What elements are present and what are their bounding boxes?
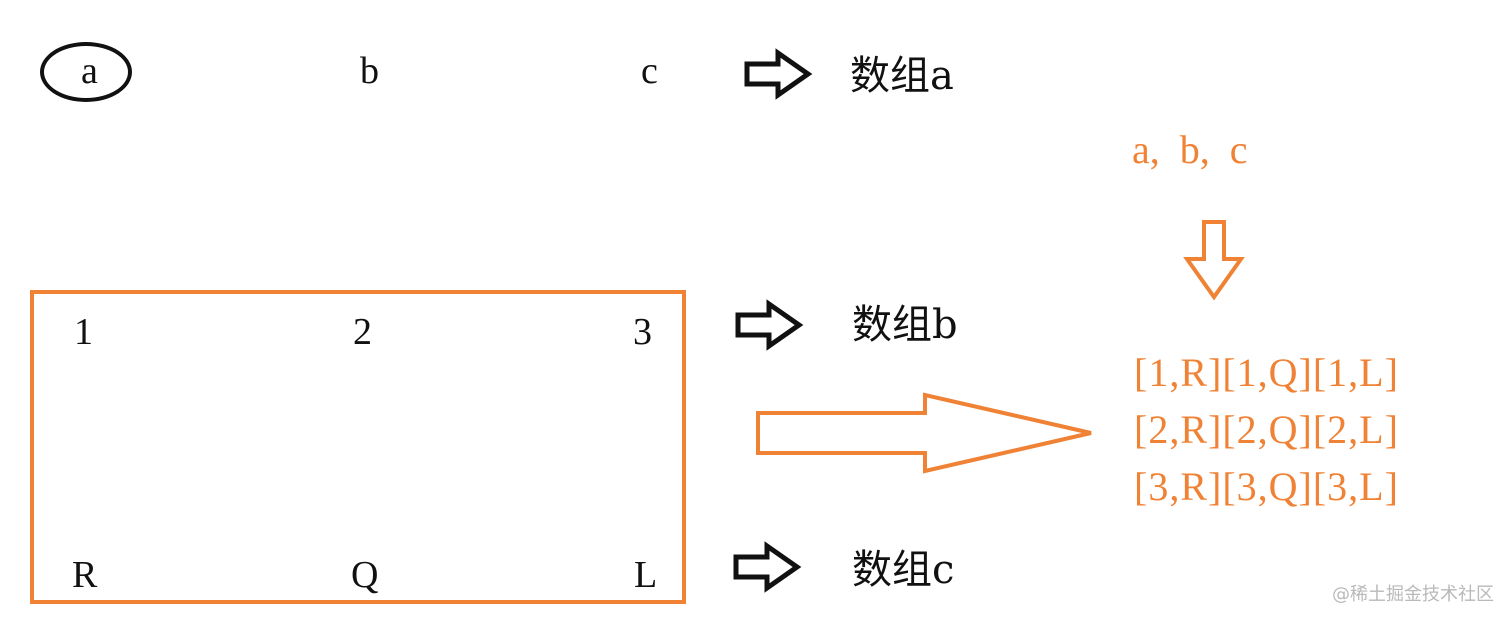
box-item-L: L xyxy=(634,554,658,596)
box-item-1: 1 xyxy=(74,311,93,353)
array-c-label: 数组c xyxy=(852,547,955,593)
arrow-right-icon xyxy=(733,541,802,593)
box-item-Q: Q xyxy=(351,554,379,596)
arrow-right-icon xyxy=(735,299,804,351)
sequence-text: a, b, c xyxy=(1132,127,1248,172)
cartesian-source-box xyxy=(30,290,686,604)
array-b-label: 数组b xyxy=(852,302,958,348)
pair-row-2: [2,R][2,Q][2,L] xyxy=(1134,407,1399,452)
item-c: c xyxy=(641,50,658,92)
box-item-2: 2 xyxy=(353,311,372,353)
watermark: @稀土掘金技术社区 xyxy=(1332,584,1494,605)
arrow-down-icon xyxy=(1183,220,1245,301)
array-a-label: 数组a xyxy=(850,53,954,99)
box-item-R: R xyxy=(72,554,98,596)
pair-row-3: [3,R][3,Q][3,L] xyxy=(1134,464,1399,509)
box-item-3: 3 xyxy=(633,311,652,353)
arrow-right-icon xyxy=(744,48,813,100)
big-arrow-right-icon xyxy=(756,392,1092,474)
item-b: b xyxy=(360,50,379,92)
item-a: a xyxy=(81,50,98,92)
pair-row-1: [1,R][1,Q][1,L] xyxy=(1134,350,1399,395)
highlight-ellipse xyxy=(40,42,132,102)
cartesian-product-list: [1,R][1,Q][1,L] [2,R][2,Q][2,L] [3,R][3,Q]… xyxy=(1134,344,1399,515)
